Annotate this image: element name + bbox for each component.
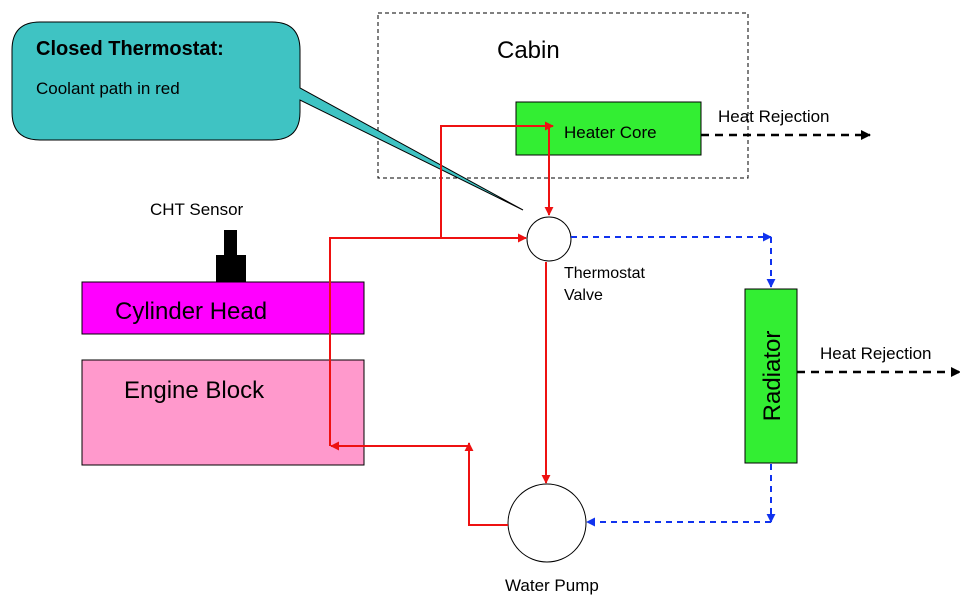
red-flow-engine-to-thermostat	[329, 233, 527, 446]
water-pump-label: Water Pump	[505, 576, 599, 595]
cht-sensor-body	[216, 255, 246, 282]
cht-sensor-label: CHT Sensor	[150, 200, 244, 219]
radiator	[744, 288, 798, 464]
engine-block-label: Engine Block	[124, 377, 265, 404]
callout-text: Coolant path in red	[36, 79, 180, 98]
red-flow-to-heater-core	[440, 121, 554, 238]
radiator-heat-rejection-label: Heat Rejection	[820, 344, 932, 363]
cylinder-head-label: Cylinder Head	[115, 298, 267, 325]
water-pump	[507, 483, 587, 563]
cabin-label: Cabin	[497, 37, 560, 64]
radiator-label: Radiator	[759, 331, 786, 422]
thermostat-label-line1: Thermostat	[564, 265, 645, 282]
cht-sensor-stem	[224, 230, 237, 256]
heater-heat-rejection-label: Heat Rejection	[718, 107, 830, 126]
callout: Closed Thermostat: Coolant path in red	[11, 21, 524, 211]
red-flow-pump-outlet	[464, 442, 508, 526]
thermostat-label-line2: Valve	[564, 287, 603, 304]
open-coolant-path	[571, 232, 776, 527]
cylinder-head	[81, 281, 365, 335]
heater-core	[515, 101, 702, 156]
heater-core-label: Heater Core	[564, 123, 657, 142]
closed-coolant-path	[329, 121, 554, 526]
engine-block	[81, 359, 365, 466]
callout-title: Closed Thermostat:	[36, 38, 224, 60]
thermostat-valve	[526, 216, 572, 262]
cabin-boundary	[377, 12, 749, 179]
callout-bubble	[11, 21, 524, 211]
